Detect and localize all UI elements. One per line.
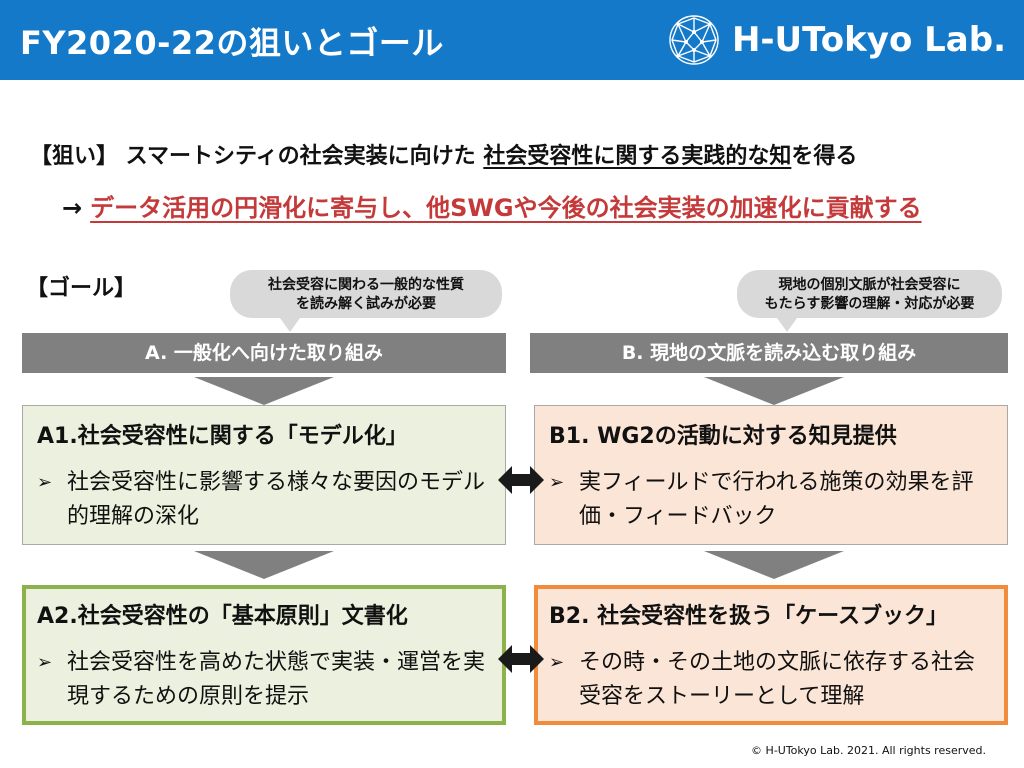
double-arrow-icon <box>498 466 544 494</box>
down-arrow-icon <box>194 551 334 579</box>
header-bar: FY2020-22の狙いとゴール H-UTokyo Lab. <box>0 0 1024 80</box>
section-bar-b: B. 現地の文脈を読み込む取り組み <box>530 333 1008 373</box>
aim-underlined: 社会受容性に関する実践的な知 <box>483 144 792 169</box>
box-a2-title: A2.社会受容性の「基本原則」文書化 <box>37 604 408 629</box>
box-a1-body: ➢ 社会受容性に影響する様々な要因のモデル的理解の深化 <box>37 466 497 534</box>
copyright: © H-UTokyo Lab. 2021. All rights reserve… <box>751 744 986 757</box>
speech-bubble-a: 社会受容に関わる一般的な性質 を読み解く試みが必要 <box>230 270 502 332</box>
box-a2: A2.社会受容性の「基本原則」文書化 ➢ 社会受容性を高めた状態で実装・運営を実… <box>22 585 506 725</box>
box-b1: B1. WG2の活動に対する知見提供 ➢ 実フィールドで行われる施策の効果を評価… <box>534 405 1008 545</box>
bullet-icon: ➢ <box>37 652 53 673</box>
box-a2-text: 社会受容性を高めた状態で実装・運営を実現するための原則を提示 <box>67 650 486 709</box>
box-b1-body: ➢ 実フィールドで行われる施策の効果を評価・フィードバック <box>549 466 999 534</box>
bubble-a-line1: 社会受容に関わる一般的な性質 <box>268 277 464 293</box>
box-a1-text: 社会受容性に影響する様々な要因のモデル的理解の深化 <box>67 470 486 529</box>
box-b2-body: ➢ その時・その土地の文脈に依存する社会受容をストーリーとして理解 <box>549 646 996 714</box>
goal-heading: 【ゴール】 <box>26 276 137 301</box>
box-b1-text: 実フィールドで行われる施策の効果を評価・フィードバック <box>579 470 974 529</box>
page-title: FY2020-22の狙いとゴール <box>20 24 444 62</box>
bubble-b-line2: もたらす影響の理解・対応が必要 <box>764 296 975 312</box>
double-arrow-icon <box>498 645 544 673</box>
box-b2-title: B2. 社会受容性を扱う「ケースブック」 <box>549 604 948 629</box>
aim-consequence-text: データ活用の円滑化に寄与し、他SWGや今後の社会実装の加速化に貢献する <box>90 194 922 222</box>
down-arrow-icon <box>704 377 844 405</box>
logo: H-UTokyo Lab. <box>666 10 1006 70</box>
down-arrow-icon <box>194 377 334 405</box>
bullet-icon: ➢ <box>37 472 53 493</box>
aim-statement: 【狙い】 スマートシティの社会実装に向けた 社会受容性に関する実践的な知を得る <box>30 138 857 170</box>
speech-bubble-b: 現地の個別文脈が社会受容に もたらす影響の理解・対応が必要 <box>737 270 1002 332</box>
aim-suffix: を得る <box>791 144 858 169</box>
section-bar-a: A. 一般化へ向けた取り組み <box>22 333 506 373</box>
aim-consequence: →データ活用の円滑化に寄与し、他SWGや今後の社会実装の加速化に貢献する <box>62 188 922 223</box>
box-a2-body: ➢ 社会受容性を高めた状態で実装・運営を実現するための原則を提示 <box>37 646 494 714</box>
box-b1-title: B1. WG2の活動に対する知見提供 <box>549 424 897 449</box>
down-arrow-icon <box>704 551 844 579</box>
bubble-a-line2: を読み解く試みが必要 <box>296 296 436 312</box>
aim-prefix: 【狙い】 スマートシティの社会実装に向けた <box>30 144 484 169</box>
right-arrow-icon: → <box>62 194 83 222</box>
box-a1-title: A1.社会受容性に関する「モデル化」 <box>37 424 408 449</box>
logo-text: H-UTokyo Lab. <box>731 20 1006 60</box>
box-b2: B2. 社会受容性を扱う「ケースブック」 ➢ その時・その土地の文脈に依存する社… <box>534 585 1008 725</box>
box-a1: A1.社会受容性に関する「モデル化」 ➢ 社会受容性に影響する様々な要因のモデル… <box>22 405 506 545</box>
network-globe-icon <box>669 15 719 65</box>
bubble-b-line1: 現地の個別文脈が社会受容に <box>778 277 961 293</box>
bullet-icon: ➢ <box>549 652 565 673</box>
box-b2-text: その時・その土地の文脈に依存する社会受容をストーリーとして理解 <box>579 650 976 709</box>
bullet-icon: ➢ <box>549 472 565 493</box>
